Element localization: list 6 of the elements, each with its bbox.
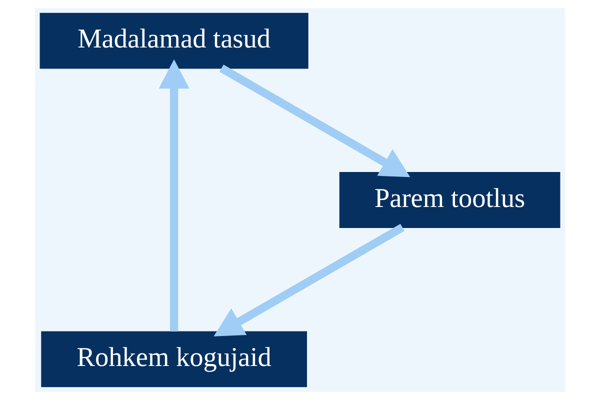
arrow — [214, 224, 404, 336]
node-box: Rohkem kogujaid — [41, 331, 307, 388]
arrow — [219, 64, 410, 178]
node-box: Parem tootlus — [339, 172, 560, 228]
node-box: Madalamad tasud — [40, 12, 308, 69]
arrow — [158, 59, 190, 332]
